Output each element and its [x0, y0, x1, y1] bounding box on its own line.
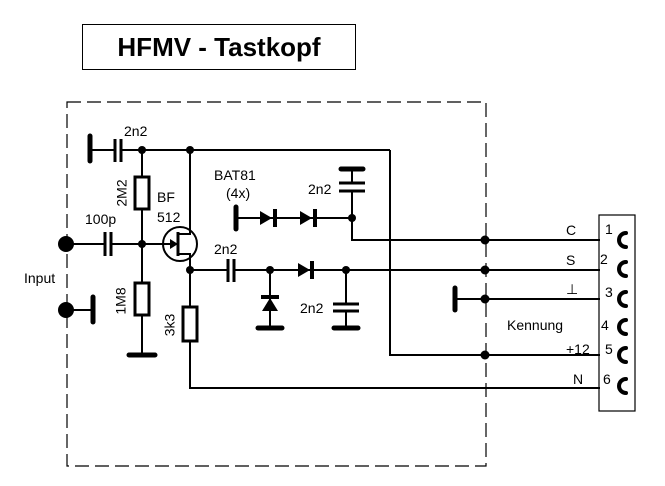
- label-c-top: 2n2: [124, 123, 148, 139]
- label-c-upper: 2n2: [308, 181, 332, 197]
- pin-number-4: 4: [601, 317, 609, 333]
- label-c-coupling: 2n2: [214, 241, 238, 257]
- pin-number-1: 1: [605, 221, 613, 237]
- diode-shunt: [255, 270, 285, 331]
- supply-wire: [389, 150, 600, 356]
- diode-string-upper: [233, 204, 352, 232]
- resistor-2m2: [133, 150, 151, 283]
- top-capacitor: [87, 133, 390, 164]
- label-c-lower: 2n2: [300, 300, 324, 316]
- label-r-1m8: 1M8: [112, 287, 129, 315]
- coupling-capacitor: [190, 259, 600, 282]
- connector-socket-icons: [617, 231, 628, 395]
- label-c-input: 100p: [85, 211, 117, 227]
- fet-transistor: [162, 150, 198, 270]
- input-capacitor: [66, 232, 170, 256]
- label-fet-line2: 512: [157, 209, 181, 225]
- signal-label-4: Kennung: [507, 317, 564, 333]
- connector-block: [598, 214, 636, 412]
- signal-label-3: ⊥: [566, 281, 579, 297]
- label-fet-line1: BF: [157, 189, 175, 205]
- signal-label-1: C: [566, 222, 577, 238]
- upper-filter-capacitor: [338, 166, 600, 241]
- junction: [480, 235, 490, 245]
- pin-number-5: 5: [605, 341, 613, 357]
- resistor-1m8: [126, 281, 158, 358]
- junction: [480, 350, 490, 360]
- signal-label-2: S: [566, 252, 576, 268]
- resistor-3k3: [181, 270, 600, 389]
- junction: [480, 294, 490, 304]
- diode-series: [298, 261, 314, 279]
- label-r-2m2: 2M2: [113, 179, 130, 207]
- input-terminal: [58, 236, 74, 252]
- pin-number-2: 2: [600, 251, 608, 267]
- lower-filter-capacitor: [331, 270, 361, 331]
- pin-number-3: 3: [605, 284, 613, 300]
- title-box: HFMV - Tastkopf: [82, 24, 356, 70]
- label-diode-count: (4x): [226, 185, 251, 201]
- probe-enclosure: [66, 101, 487, 467]
- signal-label-5: +12: [566, 341, 590, 357]
- junction: [480, 265, 490, 275]
- label-input: Input: [24, 270, 56, 286]
- label-diode-type: BAT81: [214, 167, 256, 183]
- label-r-3k3: 3k3: [161, 313, 178, 337]
- diagram-title: HFMV - Tastkopf: [117, 31, 321, 62]
- pin-number-6: 6: [603, 371, 611, 387]
- signal-label-6: N: [573, 371, 584, 387]
